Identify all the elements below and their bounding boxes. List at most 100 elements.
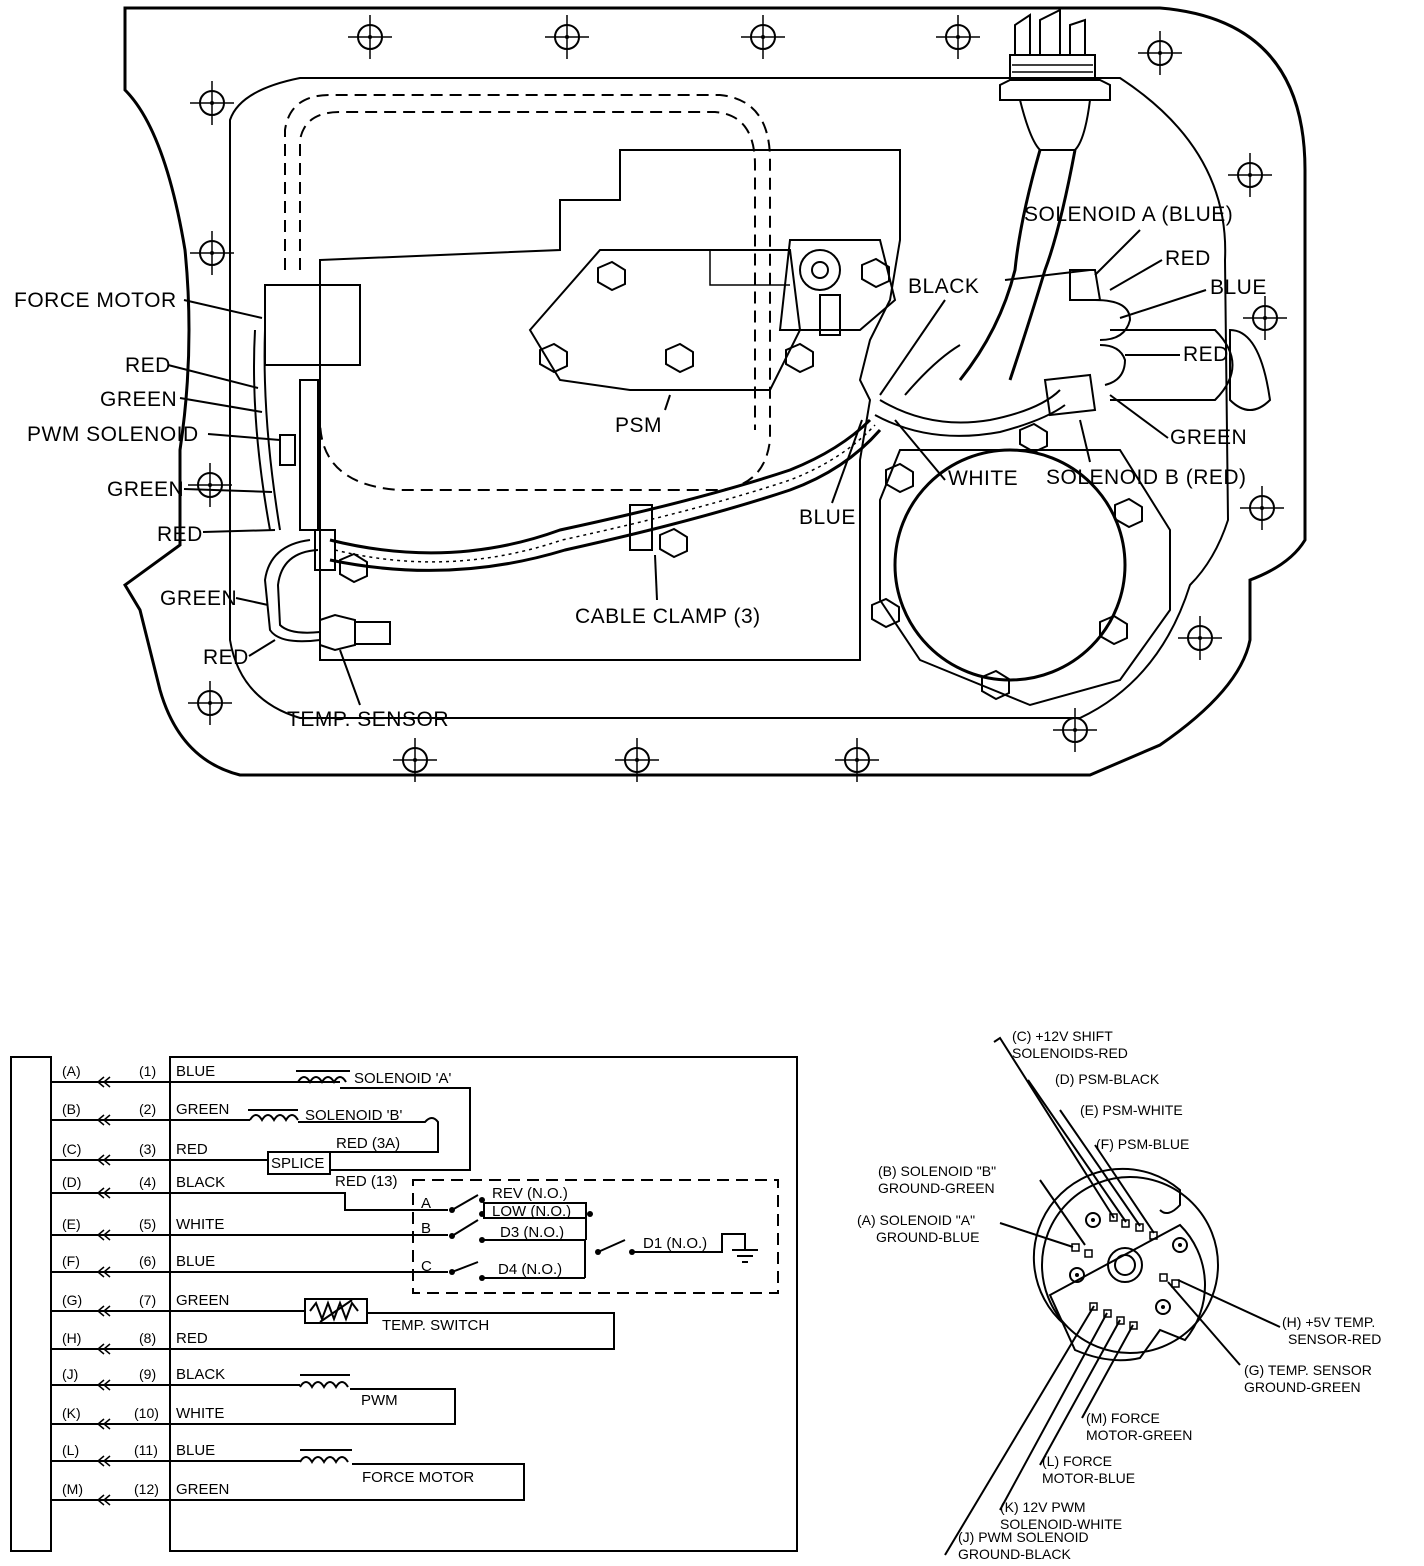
wire-color: RED: [176, 1141, 208, 1158]
pin-number: (6): [139, 1253, 156, 1269]
splice-box: [267, 1151, 331, 1175]
schematic-row: (A)(1)BLUE: [51, 1063, 218, 1088]
connector-block: [10, 1056, 52, 1552]
wire-color: WHITE: [176, 1405, 224, 1422]
schematic-row: (G)(7)GREEN: [51, 1292, 235, 1317]
label-temp-sensor: TEMP. SENSOR: [287, 708, 449, 731]
schematic-row: (L)(11)BLUE: [51, 1442, 220, 1467]
pin-number: (12): [134, 1481, 159, 1497]
pin-number: (7): [139, 1292, 156, 1308]
pin-letter: (B): [62, 1101, 81, 1117]
wire-color: BLUE: [176, 1253, 215, 1270]
wire-color: RED: [176, 1330, 208, 1347]
switch-c-label: C: [421, 1258, 432, 1275]
pin-letter: (C): [62, 1141, 81, 1157]
pin-c-label: (C) +12V SHIFT: [1012, 1028, 1113, 1044]
pin-number: (1): [139, 1063, 156, 1079]
cover-plate: [879, 449, 1171, 707]
pin-letter: (F): [62, 1253, 80, 1269]
schematic-row: (M) (12) GREEN: [51, 1481, 234, 1506]
top-labels: FORCE MOTOR RED GREEN PWM SOLENOID GREEN…: [14, 203, 1267, 731]
pin-e-label: (E) PSM-WHITE: [1080, 1102, 1183, 1118]
pin-number: (4): [139, 1174, 156, 1190]
pin-b-label-2: GROUND-GREEN: [878, 1180, 995, 1196]
pin-letter: (K): [62, 1405, 81, 1421]
pin-a-label-2: GROUND-BLUE: [876, 1229, 979, 1245]
schematic-row: (D) (4) BLACK: [51, 1174, 235, 1199]
gasket-outline: [229, 77, 1230, 719]
valve-body-illustration: [123, 6, 1307, 782]
wire-color: BLACK: [176, 1174, 225, 1191]
switch-a-label: A: [421, 1195, 431, 1212]
label-red: RED: [203, 646, 249, 669]
pin-letter: (M): [62, 1481, 83, 1497]
pin-number: (8): [139, 1330, 156, 1346]
pin-number: (5): [139, 1216, 156, 1232]
label-green: GREEN: [1170, 426, 1247, 449]
solenoid-a-label: SOLENOID 'A': [354, 1070, 452, 1087]
filter-outline: [284, 94, 771, 491]
pin-number: (3): [139, 1141, 156, 1157]
pin-h-label: (H) +5V TEMP.: [1282, 1314, 1375, 1330]
schematic-rows: (A)(1)BLUE (B) (2) GREEN (C) (3) RED (D) (4) BLAC…: [51, 1063, 236, 1506]
pin-m-label-2: MOTOR-GREEN: [1086, 1427, 1192, 1443]
label-psm: PSM: [615, 414, 662, 437]
pin-d-label: (D) PSM-BLACK: [1055, 1071, 1160, 1087]
label-red: RED: [125, 354, 171, 377]
label-green: GREEN: [100, 388, 177, 411]
pin-b-label: (B) SOLENOID "B": [878, 1163, 996, 1179]
label-green: GREEN: [107, 478, 184, 501]
schematic-frame: [169, 1056, 798, 1552]
pan-outline: [123, 6, 1307, 777]
label-solenoid-a: SOLENOID A (BLUE): [1024, 203, 1233, 226]
top-leader-lines: [167, 229, 1207, 719]
label-blue: BLUE: [1210, 276, 1267, 299]
pin-m-label: (M) FORCE: [1086, 1410, 1160, 1426]
schematic-row: (H)(8)RED: [51, 1330, 218, 1355]
wire-color: BLUE: [176, 1442, 215, 1459]
rev-label: REV (N.O.): [492, 1185, 568, 1202]
label-black: BLACK: [908, 275, 979, 298]
schematic-row: (K) (10) WHITE: [51, 1405, 232, 1430]
label-solenoid-b: SOLENOID B (RED): [1046, 466, 1247, 489]
schematic-row: (C) (3) RED: [51, 1141, 218, 1166]
pan-bolts: [188, 15, 1287, 782]
pin-letter: (D): [62, 1174, 81, 1190]
pin-number: (2): [139, 1101, 156, 1117]
wire-color: BLACK: [176, 1366, 225, 1383]
pin-letter: (E): [62, 1216, 81, 1232]
pin-number: (9): [139, 1366, 156, 1382]
d3-label: D3 (N.O.): [500, 1224, 564, 1241]
psm-switch-box: [412, 1179, 779, 1294]
case-connector: [999, 8, 1111, 151]
wire-harness: [253, 149, 1132, 652]
pin-letter: (L): [62, 1442, 79, 1458]
pin-f-label: (F) PSM-BLUE: [1096, 1136, 1189, 1152]
solenoid-b-label: SOLENOID 'B': [305, 1107, 403, 1124]
pin-j-label: (J) PWM SOLENOID: [958, 1529, 1089, 1545]
label-blue: BLUE: [799, 506, 856, 529]
schematic-row: (F) (6) BLUE: [51, 1253, 230, 1278]
pin-letter: (G): [62, 1292, 82, 1308]
wire-color: GREEN: [176, 1101, 229, 1118]
label-red: RED: [1165, 247, 1211, 270]
pin-h-label-2: SENSOR-RED: [1288, 1331, 1381, 1347]
pin-a-label: (A) SOLENOID "A": [857, 1212, 975, 1228]
schematic-row: (E) (5) WHITE: [51, 1216, 235, 1241]
red-13-label: RED (13): [335, 1173, 398, 1190]
label-red: RED: [157, 523, 203, 546]
schematic: (A)(1)BLUE (B) (2) GREEN (C) (3) RED (D) (4) BLAC…: [10, 1056, 798, 1552]
d4-label: D4 (N.O.): [498, 1261, 562, 1278]
bolt-heads: [339, 257, 1143, 701]
force-motor-label: FORCE MOTOR: [362, 1469, 474, 1486]
pin-number: (10): [134, 1405, 159, 1421]
wire-color: GREEN: [176, 1481, 229, 1498]
temp-switch-label: TEMP. SWITCH: [382, 1317, 489, 1334]
pin-g-label: (G) TEMP. SENSOR: [1244, 1362, 1372, 1378]
pin-g-label-2: GROUND-GREEN: [1244, 1379, 1361, 1395]
wire-color: WHITE: [176, 1216, 224, 1233]
d1-label: D1 (N.O.): [643, 1235, 707, 1252]
switch-b-label: B: [421, 1220, 431, 1237]
label-pwm-solenoid: PWM SOLENOID: [27, 423, 199, 446]
pin-l-label-2: MOTOR-BLUE: [1042, 1470, 1135, 1486]
